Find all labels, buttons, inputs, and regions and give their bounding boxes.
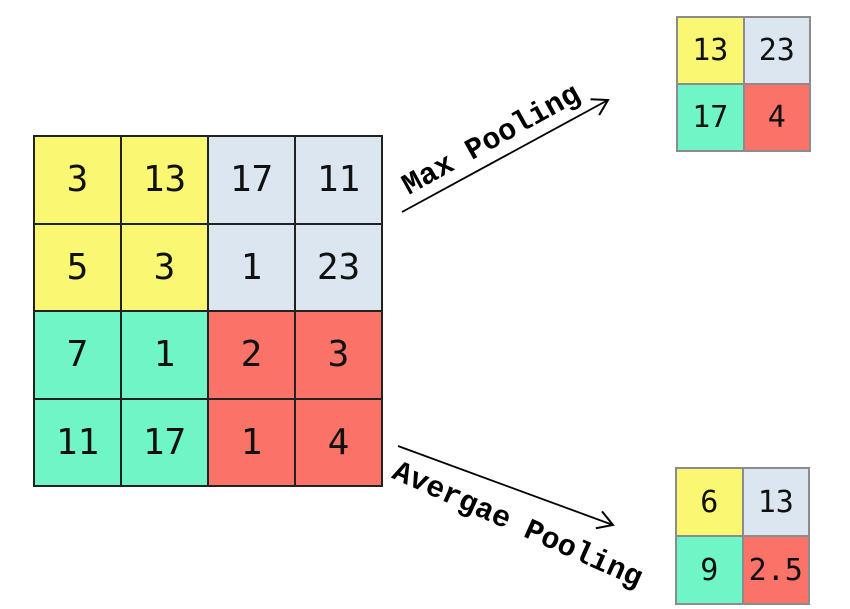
matrix-cell: 11	[34, 398, 121, 486]
average-pooling-output-matrix: 6 13 9 2.5	[675, 467, 810, 605]
matrix-cell: 13	[677, 17, 744, 84]
matrix-cell: 1	[208, 398, 295, 486]
matrix-cell: 17	[677, 84, 744, 151]
matrix-cell: 23	[743, 17, 810, 84]
matrix-cell: 11	[295, 136, 382, 224]
matrix-cell: 23	[295, 223, 382, 311]
matrix-cell: 4	[295, 398, 382, 486]
matrix-cell: 7	[34, 311, 121, 399]
matrix-cell: 1	[121, 311, 208, 399]
matrix-cell: 2.5	[742, 536, 809, 604]
matrix-cell: 13	[742, 468, 809, 536]
matrix-cell: 5	[34, 223, 121, 311]
max-pooling-output-matrix: 13 23 17 4	[676, 16, 811, 152]
matrix-cell: 17	[121, 398, 208, 486]
matrix-cell: 6	[676, 468, 743, 536]
matrix-cell: 3	[121, 223, 208, 311]
matrix-cell: 4	[743, 84, 810, 151]
matrix-cell: 1	[208, 223, 295, 311]
average-pooling-label: Avergae Pooling	[386, 455, 648, 597]
matrix-cell: 13	[121, 136, 208, 224]
matrix-cell: 9	[676, 536, 743, 604]
matrix-cell: 17	[208, 136, 295, 224]
max-pooling-label: Max Pooling	[397, 78, 587, 204]
matrix-cell: 2	[208, 311, 295, 399]
input-matrix: 3 13 17 11 5 3 1 23 7 1 2 3 11 17 1 4	[33, 135, 383, 487]
matrix-cell: 3	[34, 136, 121, 224]
matrix-cell: 3	[295, 311, 382, 399]
